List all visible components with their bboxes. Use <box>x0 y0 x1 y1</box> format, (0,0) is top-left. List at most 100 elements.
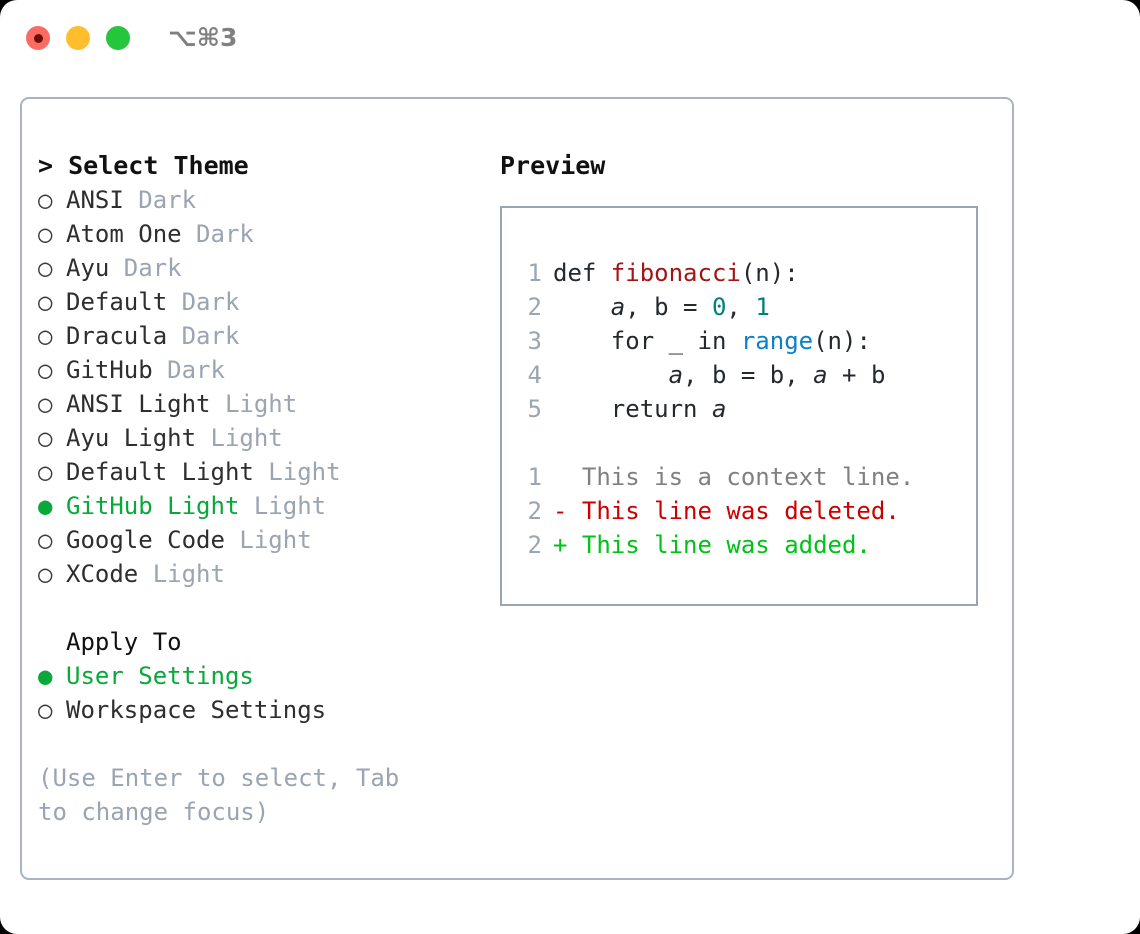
theme-option[interactable]: ○ ANSI Light Light <box>38 387 478 421</box>
theme-option-tag: Light <box>210 390 298 418</box>
theme-list: ○ANSI Dark○Atom One Dark○Ayu Dark○Defaul… <box>38 183 478 591</box>
keyboard-shortcut-label: ⌥⌘3 <box>168 23 238 52</box>
code-token: for _ in <box>553 327 741 355</box>
theme-option[interactable]: ○ Ayu Dark <box>38 251 478 285</box>
theme-option-tag: Dark <box>181 220 254 248</box>
apply-to-option-label: User Settings <box>66 662 254 690</box>
apply-to-option-label: Workspace Settings <box>66 696 327 724</box>
code-line-number: 1 <box>527 259 542 287</box>
apply-to-option[interactable]: ● User Settings <box>38 659 478 693</box>
apply-to-list: ● User Settings ○ Workspace Settings <box>38 659 478 727</box>
radio-unselected-icon: ○ <box>38 526 53 554</box>
theme-option-tag: Dark <box>152 356 225 384</box>
theme-option-label: Atom One <box>66 220 182 248</box>
radio-unselected-icon: ○ <box>38 322 53 350</box>
theme-option-tag: Light <box>224 526 312 554</box>
radio-unselected-icon: ○ <box>38 696 53 724</box>
code-token: b <box>870 361 886 389</box>
minimize-button[interactable] <box>66 26 90 50</box>
code-token: range <box>740 327 814 355</box>
theme-option[interactable]: ○Google Code Light <box>38 523 478 557</box>
theme-option[interactable]: ○ Atom One Dark <box>38 217 478 251</box>
code-line: 1 def fibonacci(n): <box>520 256 976 290</box>
code-token <box>553 361 669 389</box>
radio-unselected-icon: ○ <box>38 560 53 588</box>
code-token: b <box>654 293 669 321</box>
code-token: a <box>668 361 684 389</box>
radio-unselected-icon: ○ <box>38 288 53 316</box>
code-token: def <box>553 259 611 287</box>
theme-option-tag: Light <box>196 424 283 452</box>
code-token: = <box>668 293 712 321</box>
theme-option-label: GitHub <box>66 356 153 384</box>
radio-unselected-icon: ○ <box>38 424 53 452</box>
radio-selected-icon: ● <box>38 662 53 690</box>
close-button[interactable] <box>26 26 50 50</box>
diff-line-number: 2 <box>527 497 542 525</box>
diff-sample: 1 This is a context line. 2 - This line wa… <box>520 460 976 562</box>
code-line: 4 a, b = b, a + b <box>520 358 976 392</box>
code-token: a <box>711 395 727 423</box>
theme-option-label: Dracula <box>66 322 168 350</box>
theme-option[interactable]: ○ Ayu Light Light <box>38 421 478 455</box>
theme-option-label: Ayu <box>66 254 110 282</box>
code-token: 1 <box>755 293 770 321</box>
radio-unselected-icon: ○ <box>38 220 53 248</box>
theme-selector-panel: > Select Theme ○ANSI Dark○Atom One Dark○… <box>20 97 1014 880</box>
theme-option[interactable]: ○ ANSI Dark <box>38 183 478 217</box>
code-token: , <box>625 293 655 321</box>
theme-option[interactable]: ●GitHub Light Light <box>38 489 478 523</box>
select-theme-header: > Select Theme <box>38 151 249 180</box>
theme-option[interactable]: ○ Dracula Dark <box>38 319 478 353</box>
radio-unselected-icon: ○ <box>38 186 53 214</box>
diff-line-text: This is a context line. <box>553 463 915 491</box>
theme-option-label: Ayu Light <box>66 424 197 452</box>
spacer <box>38 591 478 625</box>
code-line: 3 for _ in range(n): <box>520 324 976 358</box>
radio-selected-icon: ● <box>38 492 53 520</box>
theme-option[interactable]: ○ Default Light Light <box>38 455 478 489</box>
radio-unselected-icon: ○ <box>38 390 53 418</box>
preview-header: Preview <box>500 151 606 180</box>
theme-option[interactable]: ○XCode Light <box>38 557 478 591</box>
apply-to-header: Apply To <box>66 628 182 656</box>
theme-option-label: XCode <box>66 560 139 588</box>
diff-line-text: - This line was deleted. <box>553 497 900 525</box>
code-token: , <box>683 361 712 389</box>
code-token: , <box>784 361 814 389</box>
apply-to-option[interactable]: ○ Workspace Settings <box>38 693 478 727</box>
radio-unselected-icon: ○ <box>38 254 53 282</box>
radio-unselected-icon: ○ <box>38 458 53 486</box>
theme-option-tag: Dark <box>167 322 240 350</box>
theme-option-tag: Dark <box>123 186 197 214</box>
code-line-number: 3 <box>527 327 542 355</box>
code-token: , <box>726 293 756 321</box>
code-token: return <box>553 395 712 423</box>
keyboard-hint: (Use Enter to select, Tab to change focu… <box>38 764 414 826</box>
theme-option[interactable]: ○ GitHub Dark <box>38 353 478 387</box>
code-line-number: 2 <box>527 293 542 321</box>
theme-option-label: Default Light <box>66 458 254 486</box>
theme-option-label: ANSI <box>66 186 124 214</box>
theme-option-tag: Dark <box>109 254 182 282</box>
theme-option-label: ANSI Light <box>66 390 211 418</box>
radio-unselected-icon: ○ <box>38 356 53 384</box>
code-token: = <box>726 361 770 389</box>
code-token: (n): <box>740 259 799 287</box>
code-token: b <box>711 361 727 389</box>
code-line: 5 return a <box>520 392 976 426</box>
code-token: + <box>827 361 871 389</box>
code-token: 0 <box>711 293 727 321</box>
diff-line-number: 1 <box>527 463 542 491</box>
code-token <box>553 293 611 321</box>
theme-option-tag: Light <box>239 492 327 520</box>
code-line: 2 a, b = 0, 1 <box>520 290 976 324</box>
theme-option[interactable]: ○Default Dark <box>38 285 478 319</box>
code-token: fibonacci <box>610 259 741 287</box>
zoom-button[interactable] <box>106 26 130 50</box>
diff-line: 2+ This line was added. <box>520 528 976 562</box>
theme-option-tag: Light <box>253 458 341 486</box>
